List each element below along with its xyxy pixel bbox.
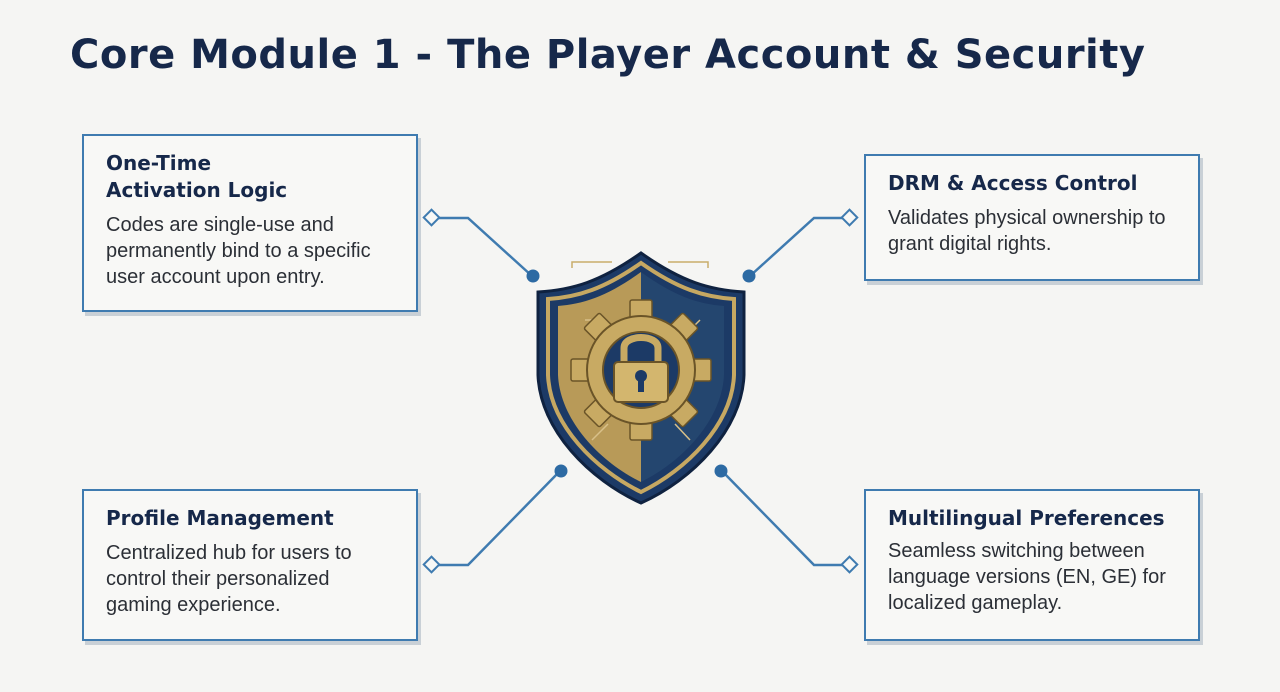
shield-gear-lock-icon bbox=[536, 251, 746, 505]
connector-activation bbox=[422, 208, 540, 283]
card-title: One-Time Activation Logic bbox=[106, 151, 288, 202]
card-drm-access-control: DRM & Access Control Validates physical … bbox=[864, 154, 1200, 281]
page-title: Core Module 1 - The Player Account & Sec… bbox=[70, 32, 1146, 78]
card-body: Codes are single-use and permanently bin… bbox=[106, 214, 371, 288]
card-title: DRM & Access Control bbox=[888, 171, 1138, 195]
connector-drm bbox=[742, 208, 859, 283]
card-activation-logic: One-Time Activation Logic Codes are sing… bbox=[82, 134, 418, 312]
connector-profile bbox=[422, 464, 568, 574]
card-body: Validates physical ownership to grant di… bbox=[888, 207, 1166, 255]
connector-multilingual bbox=[714, 464, 859, 574]
card-title: Multilingual Preferences bbox=[888, 506, 1165, 530]
card-body: Centralized hub for users to control the… bbox=[106, 542, 352, 616]
card-body: Seamless switching between language vers… bbox=[888, 540, 1166, 614]
card-title: Profile Management bbox=[106, 506, 334, 530]
card-profile-management: Profile Management Centralized hub for u… bbox=[82, 489, 418, 641]
card-multilingual-preferences: Multilingual Preferences Seamless switch… bbox=[864, 489, 1200, 641]
